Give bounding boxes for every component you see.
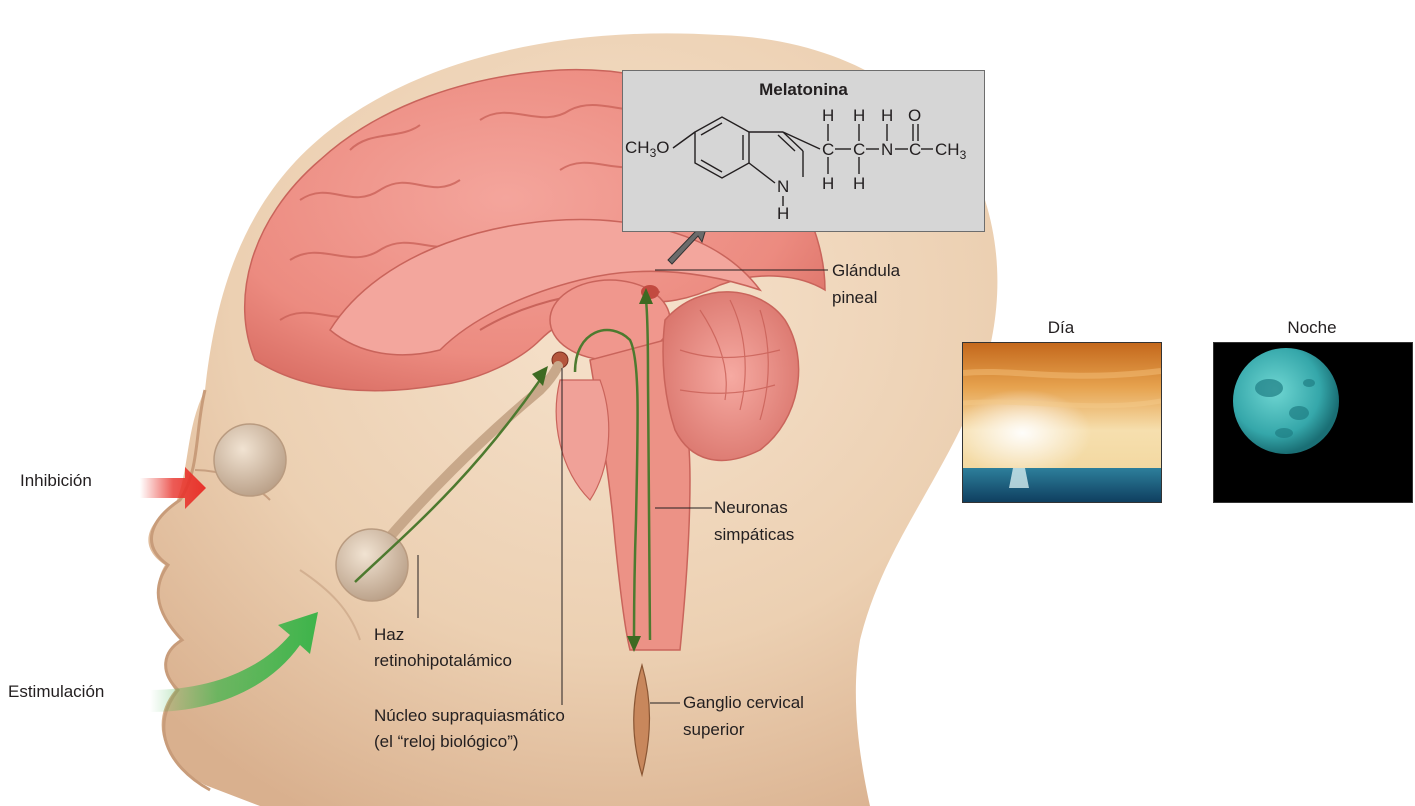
scn-label-line2: (el “reloj biológico”) (374, 731, 519, 752)
pineal-label-line2: pineal (832, 287, 877, 308)
inhibition-label: Inhibición (20, 470, 92, 491)
carbon-carbonyl: C (909, 141, 921, 159)
methoxy-subscript: 3 (650, 146, 657, 160)
ganglion-label-line2: superior (683, 719, 744, 740)
sympathetic-label-line2: simpáticas (714, 524, 794, 545)
h-top-2: H (853, 107, 865, 125)
upper-eye (214, 424, 286, 496)
methoxy-group: CH3O (625, 139, 669, 158)
stimulation-label: Estimulación (8, 681, 104, 702)
methoxy-oxygen: O (656, 138, 669, 157)
sympathetic-label-line1: Neuronas (714, 497, 788, 518)
day-image (962, 342, 1162, 503)
tract-label-line2: retinohipotalámico (374, 650, 512, 671)
scn-label-line1: Núcleo supraquiasmático (374, 705, 565, 726)
night-caption: Noche (1213, 318, 1411, 338)
h-bottom-2: H (853, 175, 865, 193)
terminal-methyl: CH3 (935, 141, 966, 160)
methyl-text: CH (935, 140, 960, 159)
nitrogen-amide: N (881, 141, 893, 159)
methyl-subscript: 3 (960, 148, 967, 162)
carbon-1: C (822, 141, 834, 159)
melatonin-structure-box: Melatonina (622, 70, 985, 232)
o-top: O (908, 107, 921, 125)
moon-scene (1214, 343, 1412, 502)
day-caption: Día (962, 318, 1160, 338)
carbon-2: C (853, 141, 865, 159)
tract-label-line1: Haz (374, 624, 404, 645)
methoxy-text: CH (625, 138, 650, 157)
indole-hydrogen: H (777, 205, 789, 223)
indole-ring (623, 71, 986, 233)
sunset-scene (963, 343, 1161, 502)
pineal-label-line1: Glándula (832, 260, 900, 281)
moon-icon (1233, 348, 1339, 454)
h-top-3: H (881, 107, 893, 125)
night-image (1213, 342, 1413, 503)
indole-nitrogen: N (777, 178, 789, 196)
h-bottom-1: H (822, 175, 834, 193)
ganglion-label-line1: Ganglio cervical (683, 692, 804, 713)
h-top-1: H (822, 107, 834, 125)
